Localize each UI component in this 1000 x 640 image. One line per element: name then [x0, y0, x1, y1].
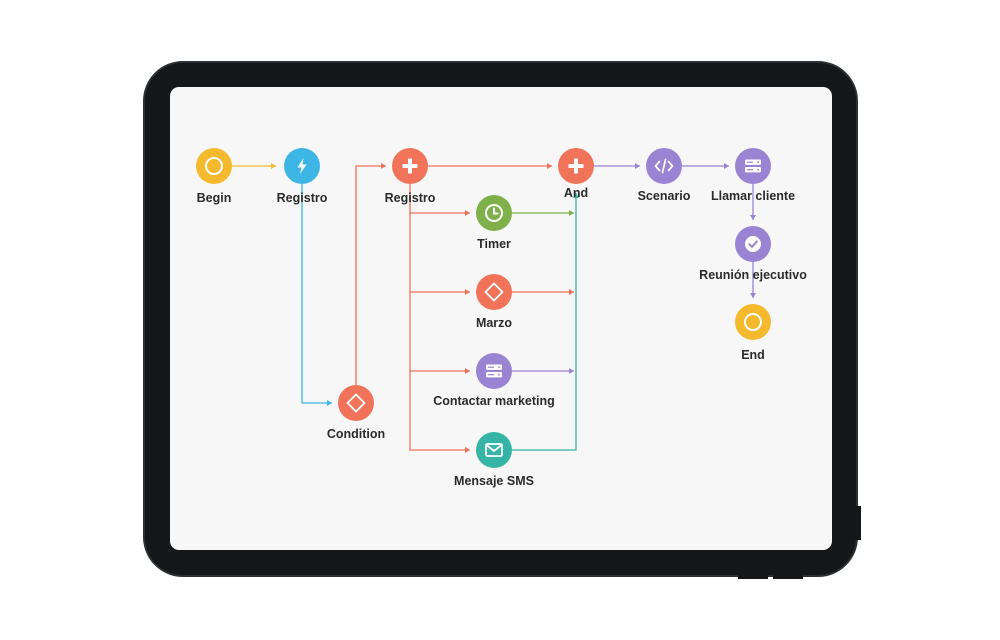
mensaje-sms-label: Mensaje SMS [454, 474, 534, 488]
lightning-bolt-icon [297, 158, 307, 174]
arrowhead-registro-2-to-and [547, 163, 552, 169]
contactar-marketing-node[interactable] [476, 353, 512, 389]
tablet-volume-down-button [773, 575, 803, 579]
server-icon [745, 159, 761, 173]
arrowhead-marzo-to-and [569, 289, 574, 295]
tablet-side-button [856, 506, 861, 540]
condition-label: Condition [326, 427, 386, 441]
diamond-icon [346, 393, 366, 413]
end-node[interactable] [735, 304, 771, 340]
arrowhead-and-to-scenario [635, 163, 640, 169]
connector-condition-to-registro-2 [355, 165, 386, 385]
workflow-canvas: Begin Registro Condition Registro Timer … [170, 87, 832, 550]
and-label: And [563, 186, 589, 200]
plus-icon [402, 158, 418, 174]
server-icon [486, 364, 502, 378]
arrowhead-begin-to-registro-1 [271, 163, 276, 169]
timer-node[interactable] [476, 195, 512, 231]
begin-label: Begin [196, 191, 232, 205]
begin-node[interactable] [196, 148, 232, 184]
registro-trigger-node[interactable] [284, 148, 320, 184]
arrowhead-timer-to-and [569, 210, 574, 216]
circle-outline-icon [744, 313, 762, 331]
llamar-cliente-label: Llamar cliente [710, 189, 796, 203]
arrowhead-registro-1-to-condition [327, 400, 332, 406]
marzo-node[interactable] [476, 274, 512, 310]
arrowhead-scenario-to-llamar-cliente [724, 163, 729, 169]
plus-icon [568, 158, 584, 174]
arrowhead-reunion-ejecutivo-to-end [750, 293, 756, 298]
code-icon [654, 158, 674, 174]
arrowhead-condition-to-registro-2 [381, 163, 386, 169]
registro-split-label: Registro [384, 191, 436, 205]
arrowhead-mensaje-sms-to-and [573, 193, 579, 198]
tablet-volume-up-button [738, 575, 768, 579]
connector-registro-1-to-condition [301, 184, 332, 404]
contactar-marketing-label: Contactar marketing [433, 394, 555, 408]
workflow-connectors [232, 163, 756, 453]
connector-registro-2-to-contactar-marketing [409, 292, 470, 372]
and-node[interactable] [558, 148, 594, 184]
scenario-label: Scenario [637, 189, 691, 203]
arrowhead-contactar-marketing-to-and [569, 368, 574, 374]
clock-icon [485, 204, 503, 222]
marzo-label: Marzo [475, 316, 513, 330]
connector-mensaje-sms-to-and [512, 193, 577, 451]
mensaje-sms-node[interactable] [476, 432, 512, 468]
llamar-cliente-node[interactable] [735, 148, 771, 184]
condition-node[interactable] [338, 385, 374, 421]
envelope-icon [485, 443, 503, 457]
end-label: End [741, 348, 765, 362]
connector-registro-2-to-mensaje-sms [409, 371, 470, 451]
connector-registro-2-to-marzo [409, 213, 470, 293]
scenario-node[interactable] [646, 148, 682, 184]
arrowhead-registro-2-to-marzo [465, 289, 470, 295]
check-circle-icon [745, 236, 761, 252]
arrowhead-registro-2-to-mensaje-sms [465, 447, 470, 453]
registro-trigger-label: Registro [276, 191, 328, 205]
reunion-ejecutivo-node[interactable] [735, 226, 771, 262]
arrowhead-llamar-cliente-to-reunion-ejecutivo [750, 215, 756, 220]
circle-outline-icon [205, 157, 223, 175]
timer-label: Timer [477, 237, 511, 251]
arrowhead-registro-2-to-contactar-marketing [465, 368, 470, 374]
arrowhead-registro-2-to-timer [465, 210, 470, 216]
registro-split-node[interactable] [392, 148, 428, 184]
diamond-icon [484, 282, 504, 302]
reunion-ejecutivo-label: Reunión ejecutivo [699, 268, 807, 282]
